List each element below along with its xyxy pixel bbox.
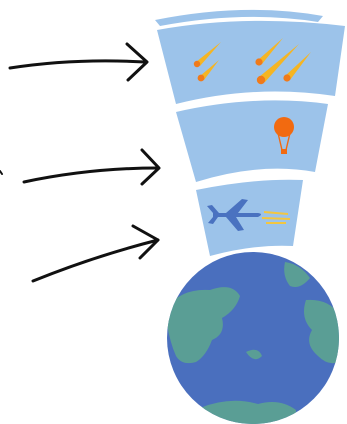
lower-layer-band: [196, 180, 303, 256]
arrow-to-upper-layer: [10, 44, 147, 80]
middle-layer-band: [176, 100, 328, 182]
arrow-to-middle-layer: [0, 150, 159, 184]
earth-icon: [165, 252, 342, 424]
arrow-to-lower-layer: [33, 226, 158, 281]
upper-layer-band: [157, 21, 345, 104]
